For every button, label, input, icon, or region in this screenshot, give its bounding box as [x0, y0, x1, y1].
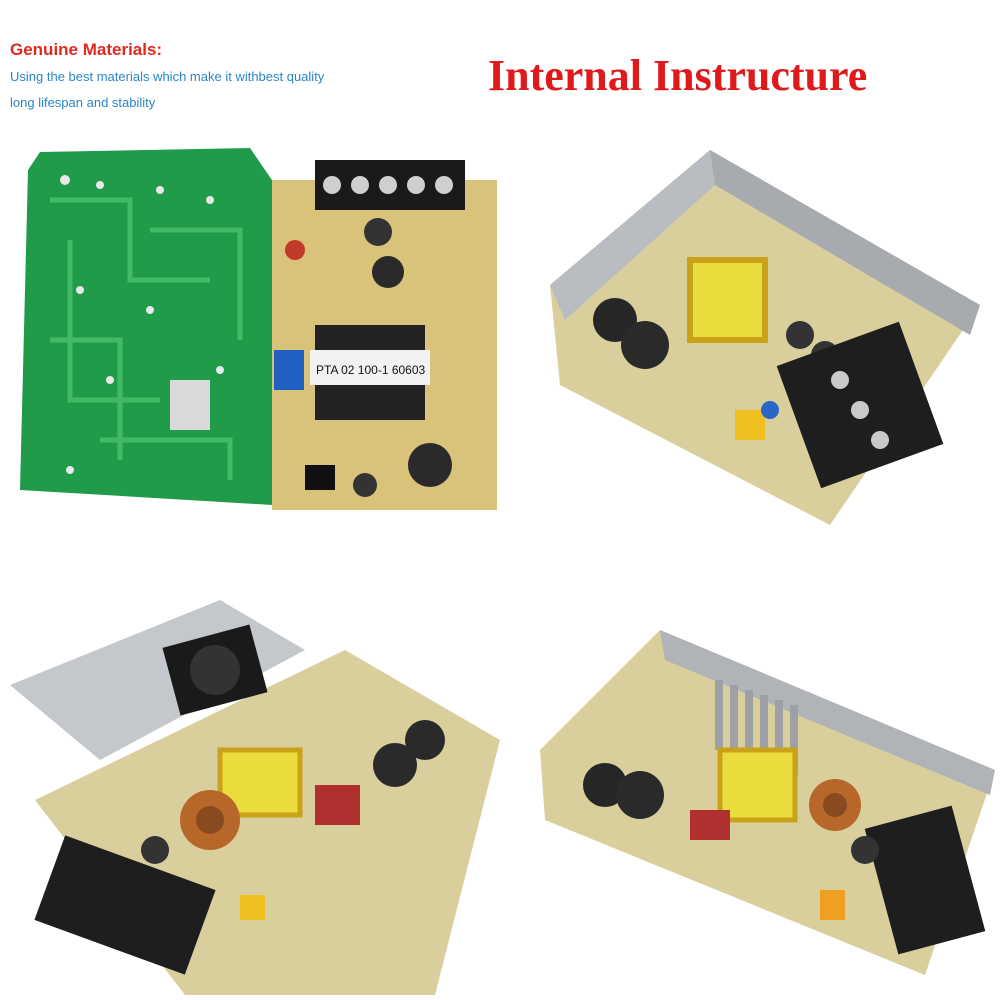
genuine-materials-title: Genuine Materials:: [10, 40, 163, 59]
psu-enclosure-illustration-3: [540, 630, 995, 975]
pcb-label-text: PTA 02 100-1 60603: [316, 363, 426, 377]
psu-enclosure-photo-2: [5, 590, 505, 1000]
psu-enclosure-illustration-1: [550, 150, 980, 525]
psu-enclosure-photo-3: [535, 620, 1000, 980]
genuine-materials-line-1: Using the best materials which make it w…: [10, 69, 325, 84]
psu-enclosure-photo-1: [540, 145, 1000, 530]
genuine-materials-line-2: long lifespan and stability: [10, 95, 156, 110]
page-title: Internal Instructure: [488, 51, 868, 100]
pcb-board-illustration: PTA 02 100-1 60603: [20, 148, 497, 510]
genuine-materials-block: Genuine Materials: Using the best materi…: [10, 40, 430, 116]
psu-enclosure-illustration-2: [10, 600, 500, 995]
pcb-board-photo: PTA 02 100-1 60603: [10, 140, 500, 520]
